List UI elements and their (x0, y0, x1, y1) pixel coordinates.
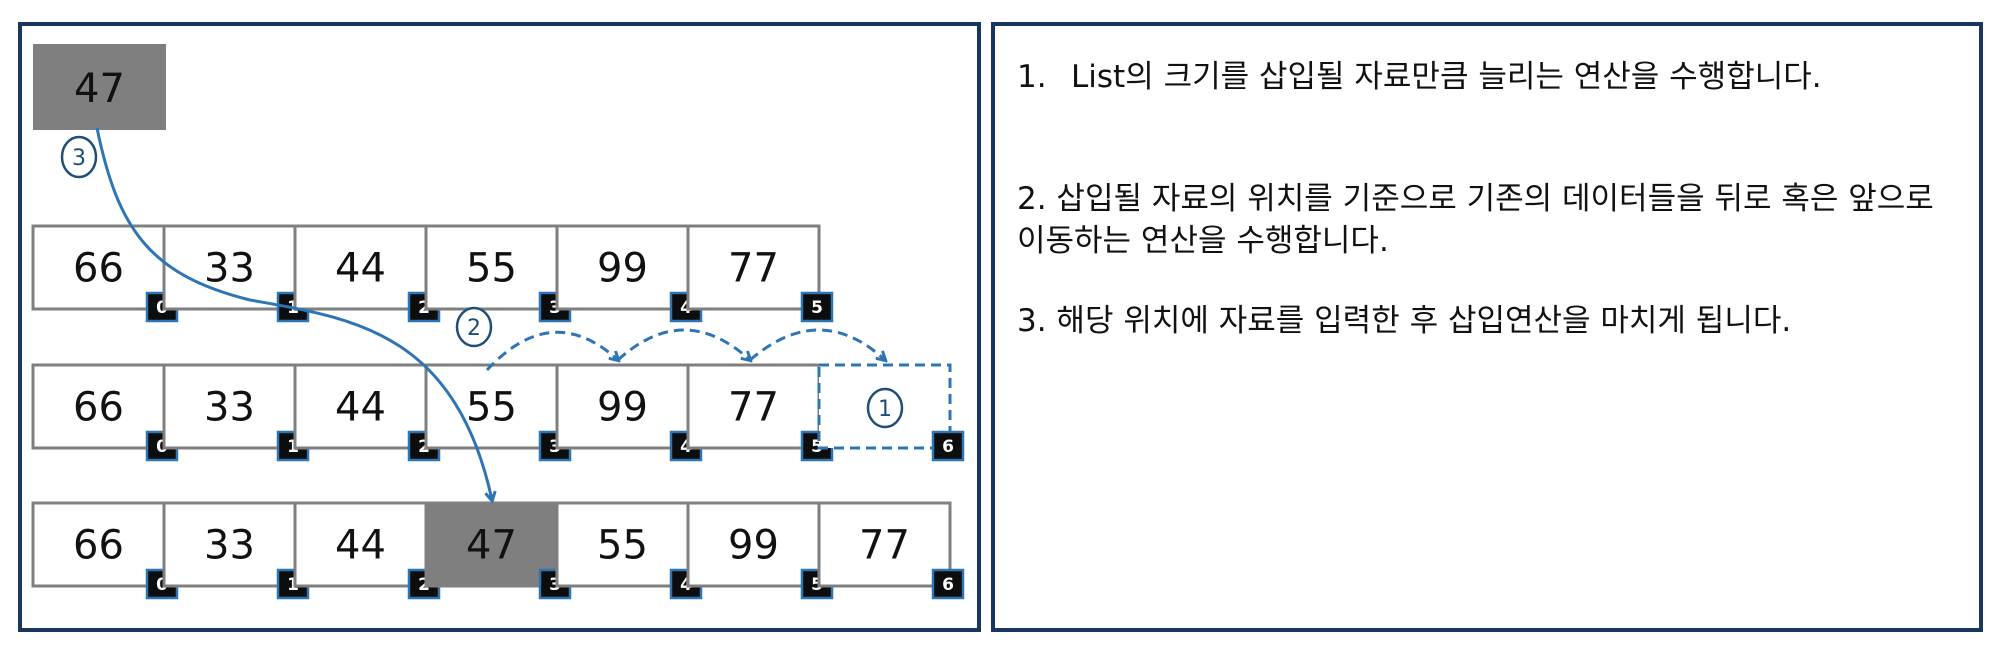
moving-item-value: 47 (74, 66, 125, 112)
moving-item-group: 47 (33, 44, 166, 130)
index-label: 5 (811, 298, 823, 318)
step-marker-2-circle (455, 306, 493, 348)
list-cell: 660 (31, 501, 179, 600)
cell-value: 77 (728, 246, 779, 292)
index-label: 1 (287, 437, 299, 457)
list-cell: 554 (555, 501, 703, 600)
instruction-step-3: 3. 해당 위치에 자료를 입력한 후 삽입연산을 마치게 됩니다. (1017, 303, 1792, 339)
cell-box (555, 224, 690, 311)
list-cell: 660 (31, 224, 179, 323)
cell-value: 66 (73, 246, 124, 292)
instruction-step-2: 2. 삽입될 자료의 위치를 기준으로 기존의 데이터들을 뒤로 혹은 앞으로 … (1017, 181, 1934, 259)
list-cell: 99 5 (686, 501, 834, 600)
cell-value: 77 (859, 523, 910, 569)
cell-value: 33 (204, 246, 255, 292)
cell-value: 55 (597, 523, 648, 569)
cell-value: 66 (73, 523, 124, 569)
index-label: 3 (549, 298, 561, 318)
index-badge (800, 291, 834, 323)
cell-box (31, 363, 166, 450)
list-cell: 55 3 (424, 363, 572, 462)
index-label: 3 (549, 575, 561, 595)
cell-value: 99 (728, 523, 779, 569)
cell-box (424, 363, 559, 450)
cell-value: 55 (466, 385, 517, 431)
insert-arrow (95, 127, 492, 500)
cell-box (686, 224, 821, 311)
index-label: 2 (418, 298, 430, 318)
list-cell: 77 6 (817, 501, 965, 600)
cell-box (293, 363, 428, 450)
cell-value: 33 (204, 385, 255, 431)
list-cell: 33 1 (162, 501, 310, 600)
index-label: 6 (942, 437, 954, 457)
step-marker-2-label: 2 (467, 316, 481, 341)
cell-value: 47 (466, 523, 517, 569)
list-cell: 77 5 (686, 363, 834, 462)
cell-value: 44 (335, 246, 386, 292)
index-label: 5 (811, 437, 823, 457)
instruction-step-1: 1. List의 크기를 삽입될 자료만큼 늘리는 연산을 수행합니다. (1017, 56, 1951, 98)
list-cell: 47 3 (424, 501, 572, 600)
index-label: 2 (418, 575, 430, 595)
step-markers: 3 2 1 (60, 135, 904, 429)
cell-value: 44 (335, 385, 386, 431)
list-cell: 660 (31, 363, 179, 462)
cell-value: 44 (335, 523, 386, 569)
index-badge (931, 430, 965, 462)
index-label: 6 (942, 575, 954, 595)
list-cell: 994 (555, 224, 703, 323)
cell-box (555, 363, 690, 450)
cell-box (555, 501, 690, 588)
cell-box (162, 501, 297, 588)
cell-box (817, 501, 952, 588)
moving-item-box (33, 44, 166, 130)
arrows (95, 127, 885, 500)
cell-value: 33 (204, 523, 255, 569)
cell-box (31, 501, 166, 588)
index-label: 1 (287, 575, 299, 595)
list-cell: 44 2 (293, 224, 441, 323)
cell-value: 66 (73, 385, 124, 431)
list-cell: 77 5 (686, 224, 834, 323)
index-label: 5 (811, 575, 823, 595)
step-marker-3-circle (60, 135, 98, 179)
shift-arrow-77-new (749, 328, 885, 360)
step-marker-1-circle (866, 387, 904, 429)
step-marker-3-label: 3 (72, 146, 86, 171)
instruction-step-1-number: 1. (1017, 59, 1047, 95)
cell-value: 99 (597, 246, 648, 292)
shift-arrow-55-99 (485, 330, 618, 372)
cell-box (424, 224, 559, 311)
index-badge (931, 568, 965, 600)
step-marker-1-label: 1 (878, 397, 892, 422)
index-label: 2 (418, 437, 430, 457)
cell-box (293, 501, 428, 588)
cell-box (686, 363, 821, 450)
list-cell: 44 2 (293, 363, 441, 462)
instructions-panel: 1. List의 크기를 삽입될 자료만큼 늘리는 연산을 수행합니다. 2. 삽… (991, 22, 1983, 632)
list-cell: 55 3 (424, 224, 572, 323)
cell-value: 99 (597, 385, 648, 431)
list-cell: 994 (555, 363, 703, 462)
cell-value: 77 (728, 385, 779, 431)
shift-arrow-99-77 (616, 328, 750, 360)
list-cell: 44 2 (293, 501, 441, 600)
cell-box (162, 363, 297, 450)
index-label: 3 (549, 437, 561, 457)
instruction-step-1-text: List의 크기를 삽입될 자료만큼 늘리는 연산을 수행합니다. (1071, 59, 1822, 95)
index-badge (669, 291, 703, 323)
cell-value: 55 (466, 246, 517, 292)
list-cell: 33 1 (162, 363, 310, 462)
